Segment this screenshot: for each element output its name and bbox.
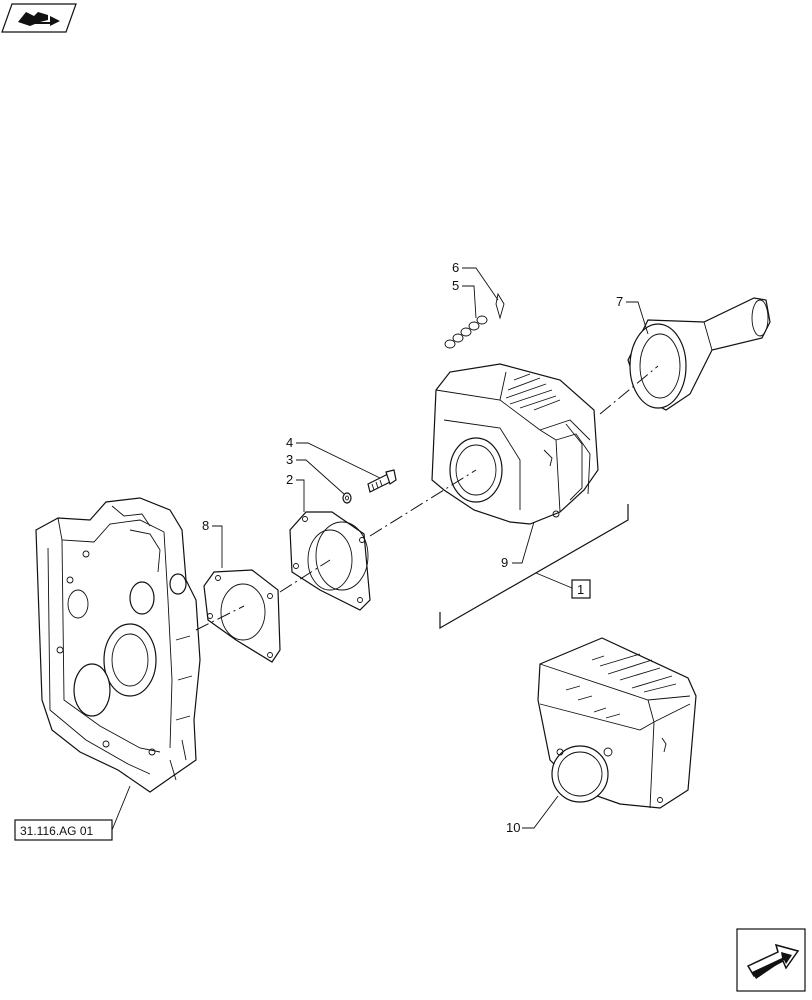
callout-1-box[interactable]: 1 (571, 579, 591, 599)
leader-lines (111, 267, 649, 831)
callout-3: 3 (286, 452, 293, 467)
flange-part-2 (289, 511, 371, 611)
gearbox-housing (35, 497, 201, 793)
callout-9: 9 (501, 555, 508, 570)
cover-housing-part-9 (431, 363, 599, 525)
bolt-part-4 (367, 469, 397, 493)
callout-6: 6 (452, 260, 459, 275)
assembly-axis (195, 365, 659, 631)
reference-label-box[interactable]: 31.116.AG 01 (14, 819, 113, 841)
book-arrow-icon[interactable] (1, 3, 77, 33)
callout-5: 5 (452, 278, 459, 293)
cap-part-7 (627, 297, 771, 411)
callout-10: 10 (506, 820, 520, 835)
chain-part-5 (444, 315, 488, 349)
assembly-bracket (439, 504, 629, 630)
washer-part-3 (342, 492, 352, 504)
next-page-arrow-icon[interactable] (736, 928, 806, 992)
callout-4: 4 (286, 435, 293, 450)
gasket-part-8 (203, 569, 281, 663)
callout-2: 2 (286, 472, 293, 487)
reference-label: 31.116.AG 01 (20, 824, 93, 838)
callout-8: 8 (202, 518, 209, 533)
pin-part-6 (495, 292, 505, 320)
callout-7: 7 (616, 294, 623, 309)
cover-part-10 (537, 637, 697, 809)
callout-1: 1 (577, 582, 584, 597)
